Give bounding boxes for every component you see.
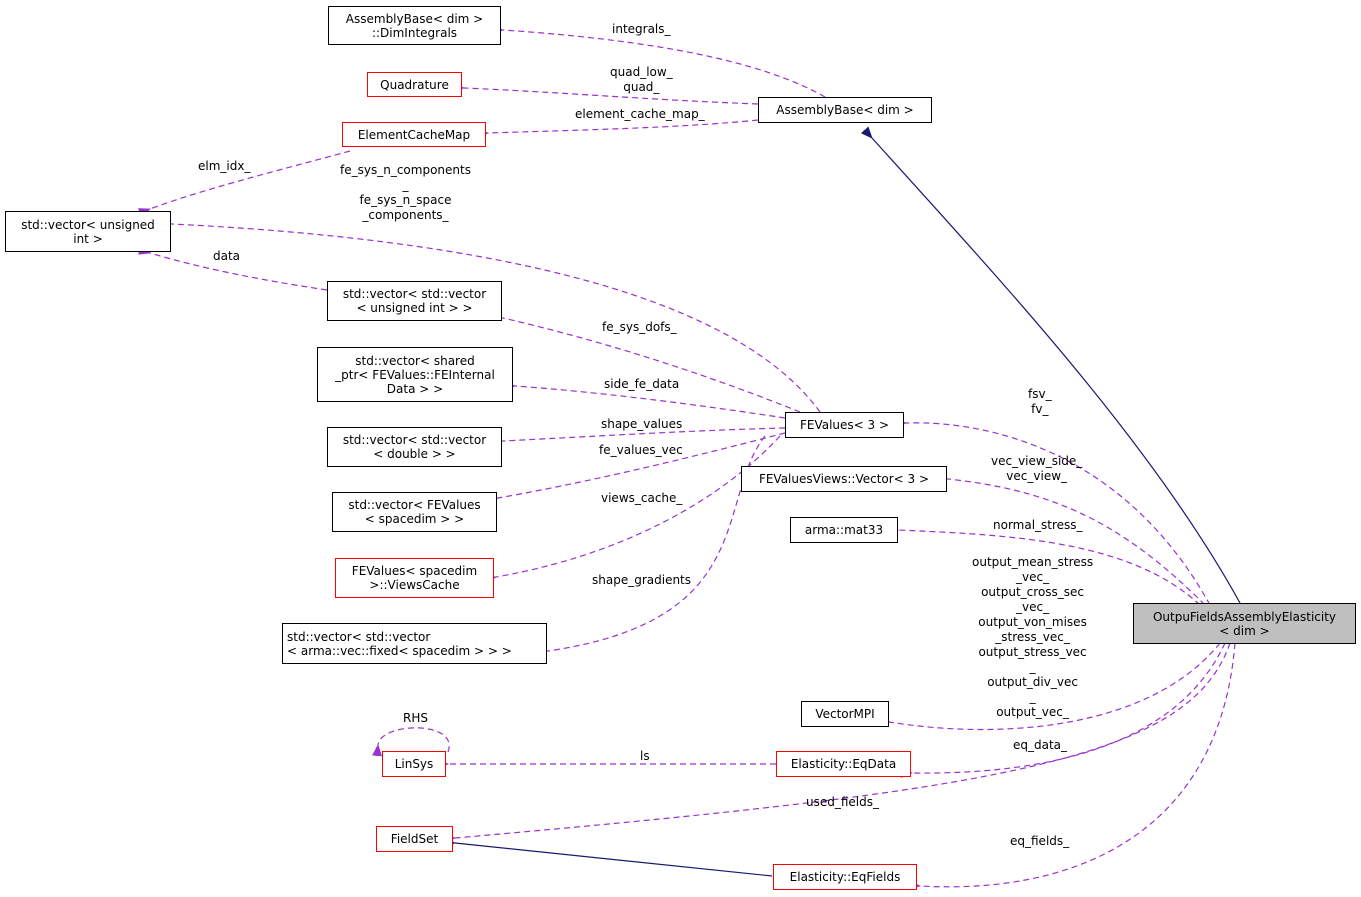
node-assembly-base[interactable]: AssemblyBase< dim >: [758, 97, 932, 123]
edge-inherit-assembly-base: [860, 126, 1241, 604]
label-fe-values-vec: fe_values_vec: [599, 443, 683, 457]
label-fsv-fv: fsv_ fv_: [1028, 387, 1052, 416]
node-vector-fevalues[interactable]: std::vector< FEValues < spacedim > >: [332, 492, 497, 532]
node-element-cache-map[interactable]: ElementCacheMap: [342, 122, 486, 147]
label-views-cache: views_cache_: [601, 491, 683, 505]
label-element-cache-map: element_cache_map_: [575, 107, 705, 121]
edge-normal-stress: [886, 524, 1201, 606]
label-eq-fields: eq_fields_: [1010, 834, 1070, 848]
label-side-fe-data: side_fe_data: [604, 377, 680, 391]
edge-shape-gradients: [536, 435, 766, 658]
edge-fe-sys-components: [160, 218, 821, 413]
label-quad: quad_low_ quad_: [610, 65, 673, 94]
node-vector-unsigned-int[interactable]: std::vector< unsigned int >: [5, 211, 171, 252]
node-eq-data[interactable]: Elasticity::EqData: [776, 751, 911, 777]
edge-rhs: [372, 727, 450, 757]
label-elm-idx: elm_idx_: [198, 159, 251, 173]
node-vector-mpi[interactable]: VectorMPI: [801, 701, 889, 727]
edge-data: [138, 245, 328, 291]
label-integrals: integrals_: [612, 22, 671, 36]
edge-fe-sys-dofs: [491, 310, 801, 413]
node-eq-fields[interactable]: Elasticity::EqFields: [773, 864, 917, 890]
edge-used-fields: [443, 642, 1231, 844]
label-rhs: RHS: [403, 711, 428, 725]
label-shape-gradients: shape_gradients: [592, 573, 692, 587]
edge-shape-values: [491, 427, 786, 447]
node-focus-output-fields-assembly-elasticity[interactable]: OutpuFieldsAssemblyElasticity < dim >: [1133, 603, 1356, 644]
edge-views-cache: [484, 435, 781, 584]
edge-fe-values-vec: [486, 432, 786, 505]
node-vector-vector-double[interactable]: std::vector< std::vector < double > >: [327, 427, 502, 467]
edge-elm-idx: [137, 150, 351, 218]
label-data: data: [213, 249, 241, 263]
edge-side-fe-data: [503, 380, 786, 419]
label-shape-values: shape_values: [601, 417, 683, 431]
label-ls: ls: [640, 749, 650, 763]
node-quadrature[interactable]: Quadrature: [367, 72, 462, 97]
edge-element-cache-map: [476, 119, 759, 139]
edge-eq-fields: [908, 642, 1236, 891]
edge-vec-view: [936, 472, 1206, 606]
label-fe-sys-components: fe_sys_n_components _ fe_sys_n_space _co…: [340, 163, 471, 222]
node-dim-integrals[interactable]: AssemblyBase< dim > ::DimIntegrals: [328, 6, 501, 45]
node-fevalues-3[interactable]: FEValues< 3 >: [785, 412, 904, 438]
node-vector-shared-ptr-feinternal[interactable]: std::vector< shared _ptr< FEValues::FEIn…: [317, 347, 513, 402]
edge-outputs: [877, 642, 1221, 731]
edge-fsv-fv: [894, 418, 1211, 606]
node-vector-vector-unsigned-int[interactable]: std::vector< std::vector < unsigned int …: [327, 281, 502, 321]
edge-quad: [452, 82, 759, 105]
label-outputs: output_mean_stress _vec_ output_cross_se…: [972, 555, 1094, 719]
node-field-set[interactable]: FieldSet: [376, 826, 453, 852]
edge-inherit-field-set: [443, 836, 773, 877]
label-used-fields: used_fields_: [806, 795, 880, 809]
node-arma-mat33[interactable]: arma::mat33: [790, 517, 898, 543]
node-vector-vector-arma-fixed[interactable]: std::vector< std::vector < arma::vec::fi…: [282, 623, 547, 664]
label-eq-data: eq_data_: [1013, 738, 1068, 752]
node-views-cache[interactable]: FEValues< spacedim >::ViewsCache: [335, 558, 494, 598]
label-vec-view: vec_view_side_ vec_view_: [991, 454, 1083, 483]
node-fevaluesviews-vector-3[interactable]: FEValuesViews::Vector< 3 >: [741, 466, 947, 492]
label-fe-sys-dofs: fe_sys_dofs_: [602, 320, 677, 334]
label-normal-stress: normal_stress_: [993, 518, 1083, 532]
node-linsys[interactable]: LinSys: [382, 751, 446, 777]
edge-integrals: [491, 24, 826, 98]
